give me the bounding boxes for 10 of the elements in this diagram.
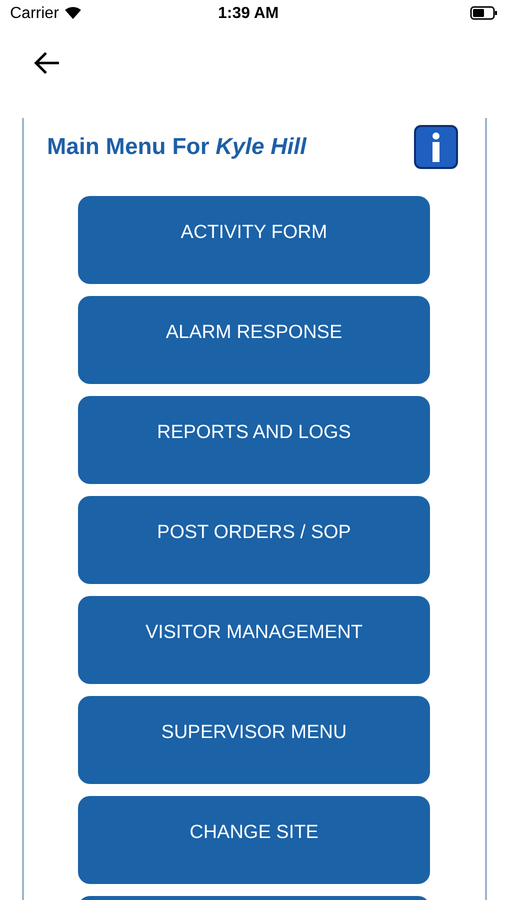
menu-button: POST ORDERS / SOP	[78, 496, 430, 584]
menu-button: ALARM RESPONSE	[78, 296, 430, 384]
status-carrier: Carrier	[10, 5, 59, 23]
menu-button: CHANGE SITE	[78, 796, 430, 884]
menu-title: Main Menu For Kyle Hill	[47, 133, 306, 160]
menu-button: VISITOR MANAGEMENT	[78, 596, 430, 684]
menu-button: REPORTS AND LOGS	[78, 396, 430, 484]
menu-button: SUPERVISOR MENU	[78, 696, 430, 784]
menu-button: ACTIVITY FORM	[78, 196, 430, 284]
status-time: 1:39 AM	[218, 5, 279, 23]
